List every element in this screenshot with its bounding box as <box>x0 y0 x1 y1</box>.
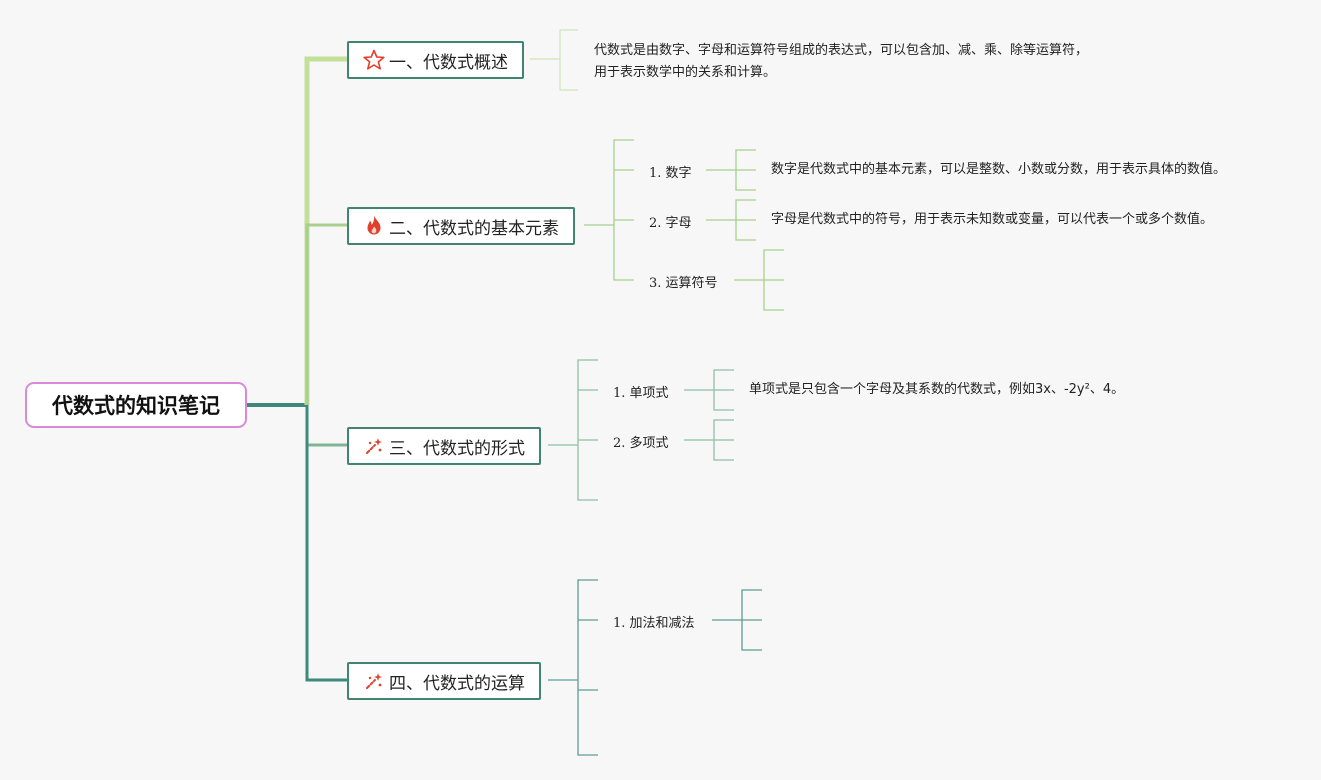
root-topic[interactable]: 代数式的知识笔记 <box>25 382 247 428</box>
sub-topic-polynomial[interactable]: 2. 多项式 <box>613 436 669 451</box>
note-monomial: 单项式是只包含一个字母及其系数的代数式，例如3x、-2y²、4。 <box>749 382 1125 397</box>
fire-icon <box>361 213 387 239</box>
sub-topic-numbers[interactable]: 1. 数字 <box>649 166 692 181</box>
branch-basic-elements[interactable]: 二、代数式的基本元素 <box>347 207 575 245</box>
branch-label: 三、代数式的形式 <box>389 438 525 459</box>
note-letters: 字母是代数式中的符号，用于表示未知数或变量，可以代表一个或多个数值。 <box>771 212 1214 227</box>
branch-overview[interactable]: 一、代数式概述 <box>347 41 524 79</box>
branch-label: 一、代数式概述 <box>389 52 508 73</box>
branch-label: 二、代数式的基本元素 <box>389 218 559 239</box>
star-outline-icon <box>361 47 387 73</box>
sparkle-wand-icon <box>361 433 387 459</box>
sub-topic-operators[interactable]: 3. 运算符号 <box>649 276 718 291</box>
branch-forms[interactable]: 三、代数式的形式 <box>347 427 541 465</box>
sparkle-wand-icon <box>361 668 387 694</box>
branch-operations[interactable]: 四、代数式的运算 <box>347 662 541 700</box>
root-label: 代数式的知识笔记 <box>52 394 220 418</box>
branch-label: 四、代数式的运算 <box>389 673 525 694</box>
sub-topic-add-subtract[interactable]: 1. 加法和减法 <box>613 616 695 631</box>
note-overview: 代数式是由数字、字母和运算符号组成的表达式，可以包含加、减、乘、除等运算符，用于… <box>594 43 1089 80</box>
note-numbers: 数字是代数式中的基本元素，可以是整数、小数或分数，用于表示具体的数值。 <box>771 162 1227 177</box>
sub-topic-letters[interactable]: 2. 字母 <box>649 216 692 231</box>
sub-topic-monomial[interactable]: 1. 单项式 <box>613 386 669 401</box>
